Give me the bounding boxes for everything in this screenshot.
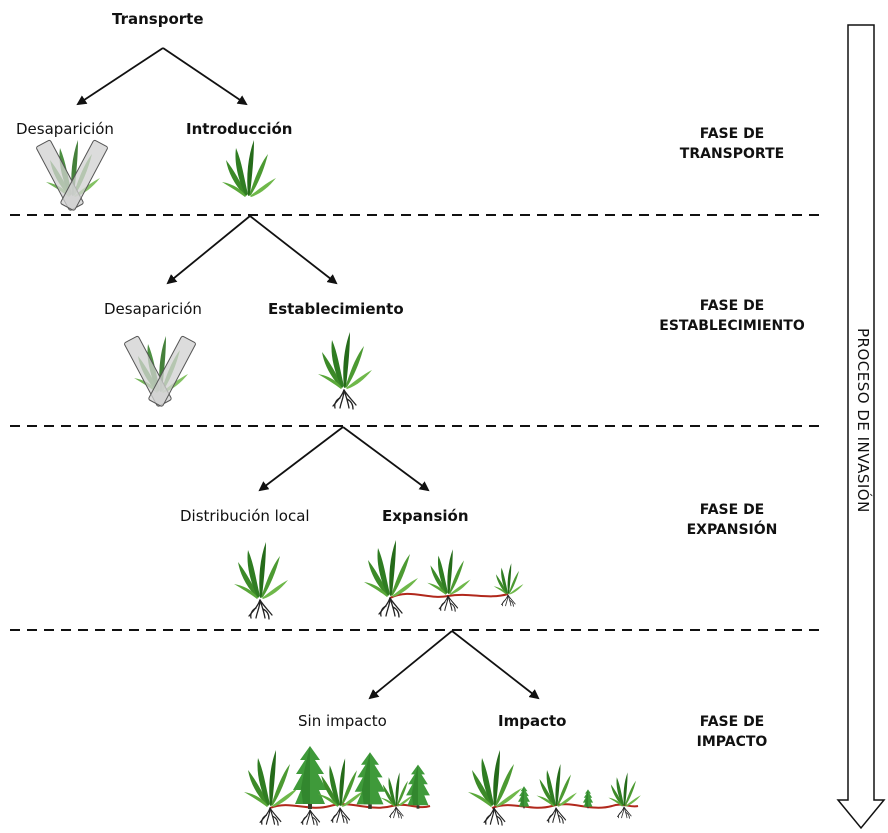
expansion-plants-group (364, 540, 524, 618)
roots-icon (483, 807, 506, 826)
roots-icon (300, 809, 321, 826)
seagrass-plant-icon (222, 140, 276, 197)
root-label: Transporte (112, 10, 204, 28)
crossed-out-plant-icon (124, 336, 196, 407)
conifer-plant-icon (406, 764, 430, 809)
seagrass-plant-icon (468, 750, 522, 807)
roots-icon (248, 599, 273, 620)
impact-plants-group (468, 750, 641, 826)
seagrass-plant-icon (536, 764, 577, 807)
seagrass-plant-icon (364, 540, 418, 597)
roots-icon (389, 806, 404, 819)
level2-left-label: Desaparición (104, 300, 202, 318)
level4-left-label: Sin impacto (298, 712, 387, 730)
roots-icon (546, 807, 567, 824)
phase-establishment-label: FASE DE ESTABLECIMIENTO (647, 296, 817, 336)
roots-icon (378, 597, 403, 618)
phase-label-line2: TRANSPORTE (679, 146, 785, 162)
seagrass-plant-icon (318, 332, 372, 389)
conifer-plant-icon (354, 752, 386, 809)
seagrass-plant-icon (380, 772, 413, 807)
seagrass-plant-icon (608, 772, 641, 807)
process-arrow (836, 24, 886, 830)
level3-left-label: Distribución local (180, 507, 310, 525)
roots-icon (501, 594, 516, 607)
phase-separators (10, 214, 825, 631)
phase-label-line2: EXPANSIÓN (686, 522, 778, 538)
level1-left-label: Desaparición (16, 120, 114, 138)
stolon-line (269, 803, 431, 809)
phase-impact-label: FASE DE IMPACTO (647, 712, 817, 752)
stolon-line (491, 803, 639, 809)
roots-icon (617, 806, 632, 819)
phase-label-line1: FASE DE (699, 502, 765, 518)
roots-icon (259, 807, 282, 826)
process-label: PROCESO DE INVASIÓN (854, 327, 872, 513)
level4-right-label: Impacto (498, 712, 567, 730)
conifer-plant-icon (582, 789, 594, 809)
no-impact-plants-group (244, 746, 431, 826)
crossed-out-plant-icon (36, 140, 108, 211)
phase-label-line1: FASE DE (699, 714, 765, 730)
phase-label-line2: IMPACTO (696, 734, 768, 750)
seagrass-plant-icon (244, 750, 298, 807)
seagrass-plant-icon (427, 549, 471, 595)
seagrass-plant-icon (317, 758, 364, 807)
roots-icon (438, 595, 459, 612)
roots-icon (330, 807, 351, 824)
phase-label-line2: ESTABLECIMIENTO (659, 318, 805, 334)
level2-right-label: Establecimiento (268, 300, 404, 318)
branch-arrows (76, 47, 540, 700)
phase-label-line1: FASE DE (699, 298, 765, 314)
seagrass-plant-icon (234, 542, 288, 599)
seagrass-plant-icon (493, 563, 524, 595)
roots-icon (332, 389, 357, 410)
level1-right-label: Introducción (186, 120, 293, 138)
level3-right-label: Expansión (382, 507, 469, 525)
phase-transport-label: FASE DE TRANSPORTE (647, 124, 817, 164)
phase-expansion-label: FASE DE EXPANSIÓN (647, 500, 817, 540)
phase-label-line1: FASE DE (699, 126, 765, 142)
